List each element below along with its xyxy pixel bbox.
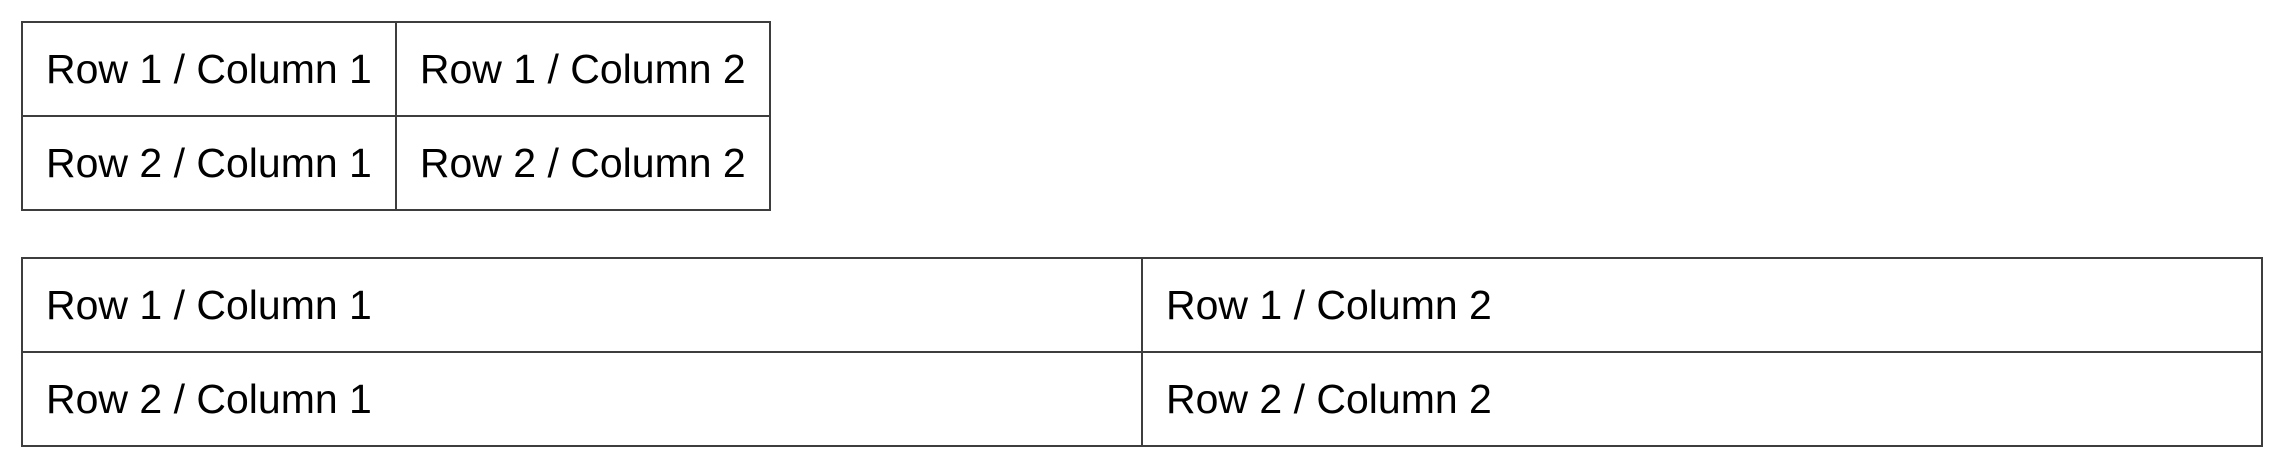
table-cell: Row 1 / Column 1	[21, 21, 397, 117]
table-cell: Row 1 / Column 2	[394, 21, 771, 117]
table-cell: Row 2 / Column 2	[394, 115, 771, 211]
table-row: Row 1 / Column 1 Row 1 / Column 2	[21, 21, 771, 117]
table-row: Row 1 / Column 1 Row 1 / Column 2	[21, 257, 2263, 353]
table-row: Row 2 / Column 1 Row 2 / Column 2	[21, 115, 771, 211]
table-cell: Row 1 / Column 1	[21, 257, 1143, 353]
table-cell: Row 2 / Column 1	[21, 115, 397, 211]
compact-table: Row 1 / Column 1 Row 1 / Column 2 Row 2 …	[21, 21, 771, 211]
table-cell: Row 2 / Column 1	[21, 351, 1143, 447]
full-width-table: Row 1 / Column 1 Row 1 / Column 2 Row 2 …	[21, 257, 2263, 447]
table-cell: Row 2 / Column 2	[1141, 351, 2263, 447]
table-row: Row 2 / Column 1 Row 2 / Column 2	[21, 351, 2263, 447]
table-cell: Row 1 / Column 2	[1141, 257, 2263, 353]
